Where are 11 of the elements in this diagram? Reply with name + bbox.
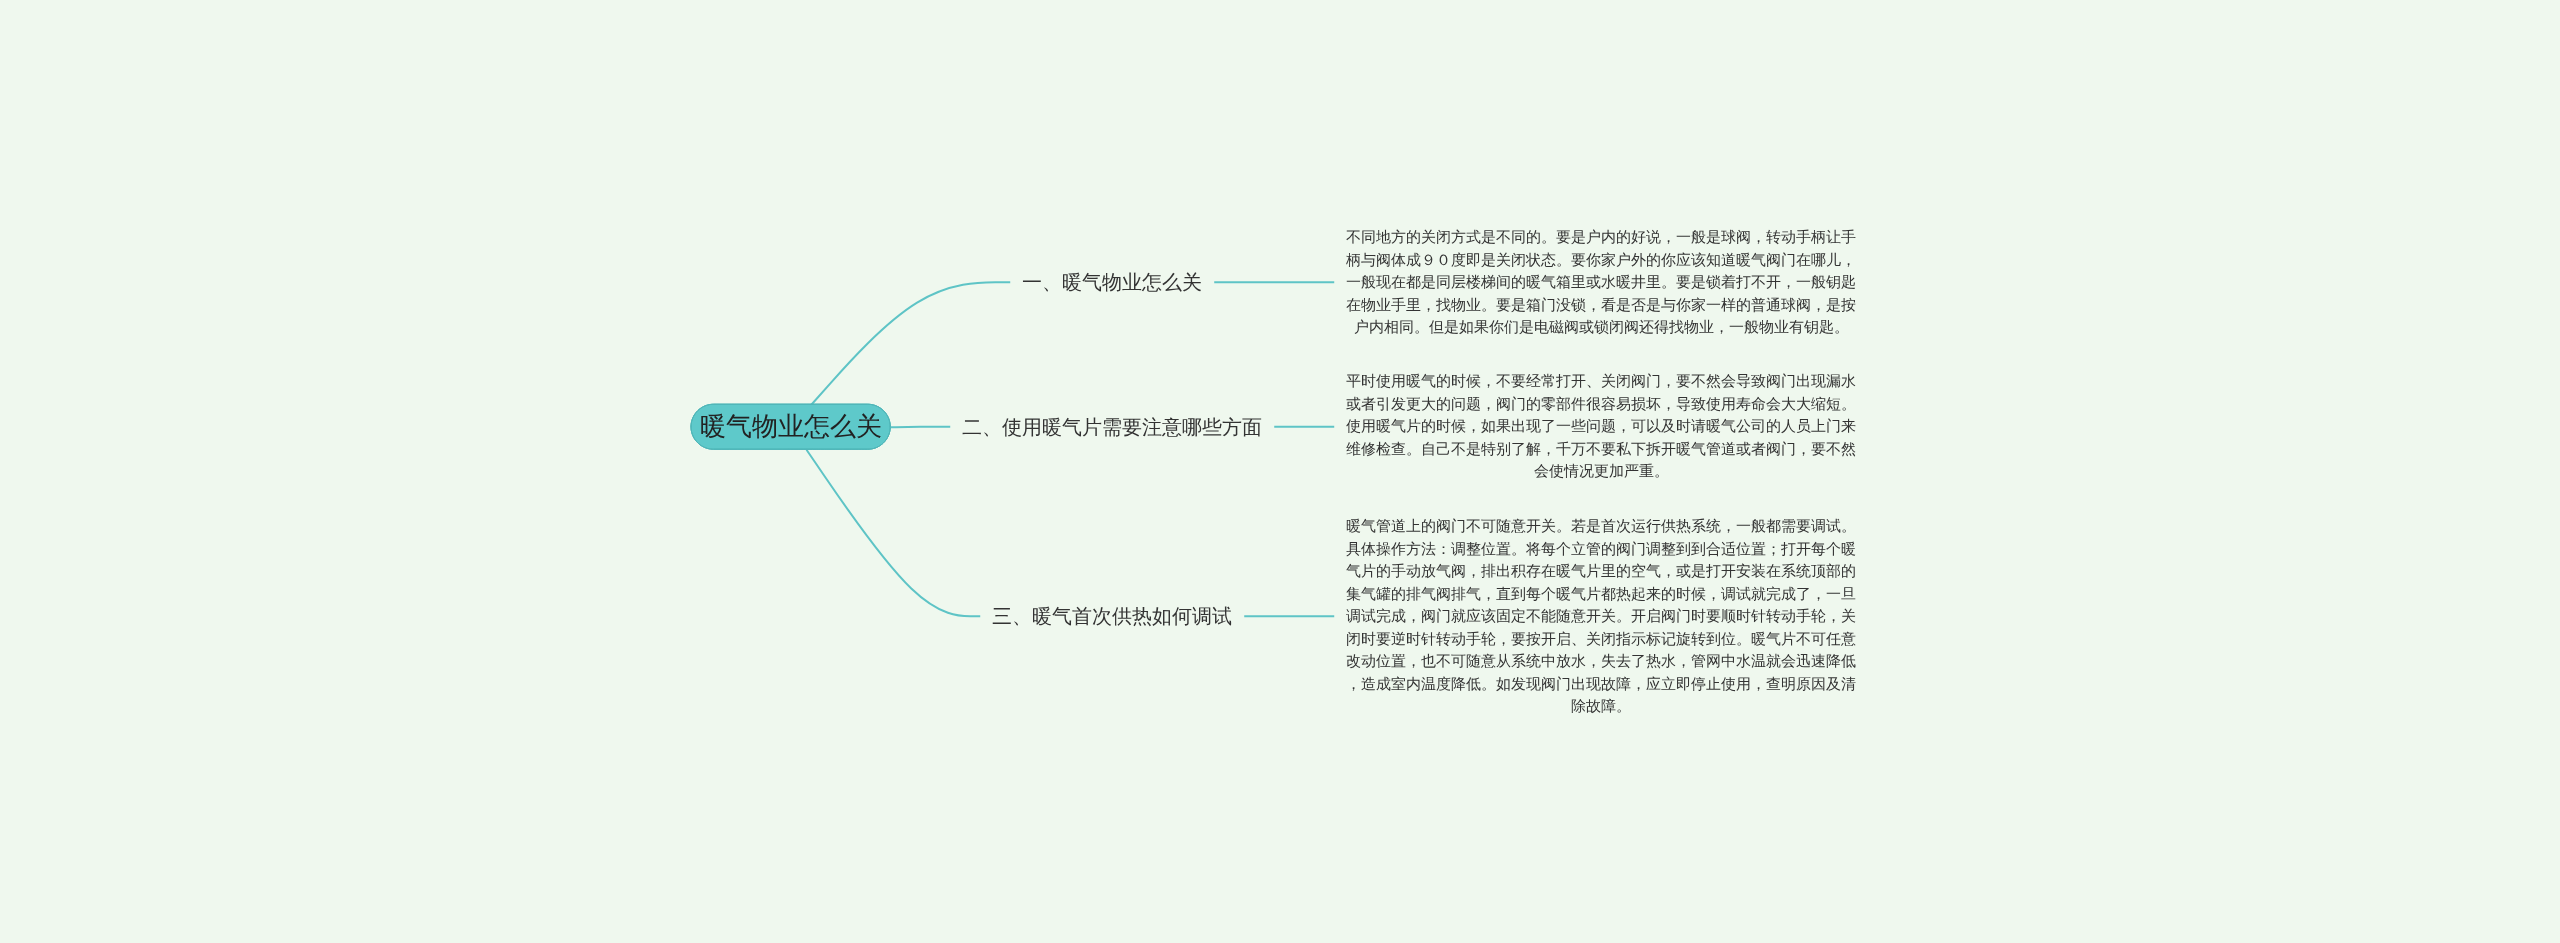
connector	[805, 448, 982, 617]
node-text: 三、暖气首次供热如何调试	[992, 603, 1233, 628]
node-text: 不同地方的关闭方式是不同的。要是户内的好说，一般是球阀，转动手柄让手柄与阀体成９０度即是关闭状态。要你家户外的你应该知道暖气阀门在哪儿，一般现在都是同层楼梯间的暖气箱里或水暖井里。要是锁着打不开，一般钥匙在物业手里，找物业。要是箱门没锁，看是否是与你家一样的普通球阀，是按户内相同。但是如果你们是电磁阀或锁闭阀还得找物业，一般物业有钥匙。	[1346, 227, 1857, 336]
connector	[1243, 615, 1336, 617]
node-text: 二、使用暖气片需要注意哪些方面	[962, 414, 1263, 439]
connector	[1273, 425, 1336, 428]
node-text: 一、暖气物业怎么关	[1022, 270, 1203, 294]
node-text: 暖气管道上的阀门不可随意开关。若是首次运行供热系统，一般都需要调试。具体操作方法：调整位置。将每个立管的阀门调整到到合适位置；打开每个暖气片的手动放气阀，排出积存在暖气片里的空气，或是打开安装在系统顶部的集气罐的排气阀排气，直到每个暖气片都热起来的时候，调试就完成了，一旦调试完成，阀门就应该固定不能随意开关。开启阀门时要顺时针转动手轮，关闭时要逆时针转动手轮，要按开启、关闭指示标记旋转到位。暖气片不可任意改动位置，也不可随意从系统中放水，失去了热水，管网中水温就会迅速降低，造成室内温度降低。如发现阀门出现故障，应立即停止使用，查明原因及清除故障。	[1346, 516, 1857, 715]
connector	[1213, 281, 1336, 283]
node-text: 平时使用暖气的时候，不要经常打开、关闭阀门，要不然会导致阀门出现漏水或者引发更大的问题，阀门的零部件很容易损坏，导致使用寿命会大大缩短。使用暖气片的时候，如果出现了一些问题，可以及时请暖气公司的人员上门来维修检查。自己不是特别了解，千万不要私下拆开暖气管道或者阀门，要不然会使情况更加严重。	[1346, 372, 1857, 481]
connector	[890, 425, 952, 428]
